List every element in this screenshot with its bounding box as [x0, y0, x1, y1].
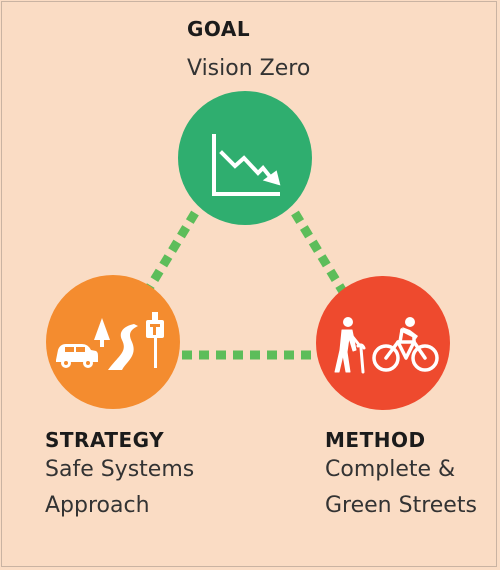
pedestrian-cyclist-icon — [334, 317, 439, 374]
strategy-circle — [46, 275, 180, 409]
method-node — [316, 276, 450, 410]
goal-label: GOAL Vision Zero — [187, 17, 310, 87]
connectors — [141, 210, 349, 360]
strategy-heading: STRATEGY — [45, 428, 165, 452]
connector-goal-strategy — [141, 210, 199, 298]
goal-description: Vision Zero — [187, 56, 311, 81]
method-label: METHOD Complete & Green Streets — [325, 428, 477, 524]
strategy-label: STRATEGY Safe Systems Approach — [45, 428, 194, 524]
method-description-line2: Green Streets — [325, 493, 477, 518]
method-description-line1: Complete & — [325, 457, 456, 482]
method-heading: METHOD — [325, 428, 426, 452]
strategy-description-line2: Approach — [45, 493, 150, 518]
declining-chart-icon — [212, 134, 281, 196]
strategy-node — [46, 275, 180, 409]
goal-node — [178, 91, 312, 225]
strategy-description-line1: Safe Systems — [45, 457, 195, 482]
method-circle — [316, 276, 450, 410]
connector-goal-method — [291, 210, 349, 298]
road-car-tree-sign-icon — [56, 312, 164, 370]
goal-heading: GOAL — [187, 17, 251, 41]
